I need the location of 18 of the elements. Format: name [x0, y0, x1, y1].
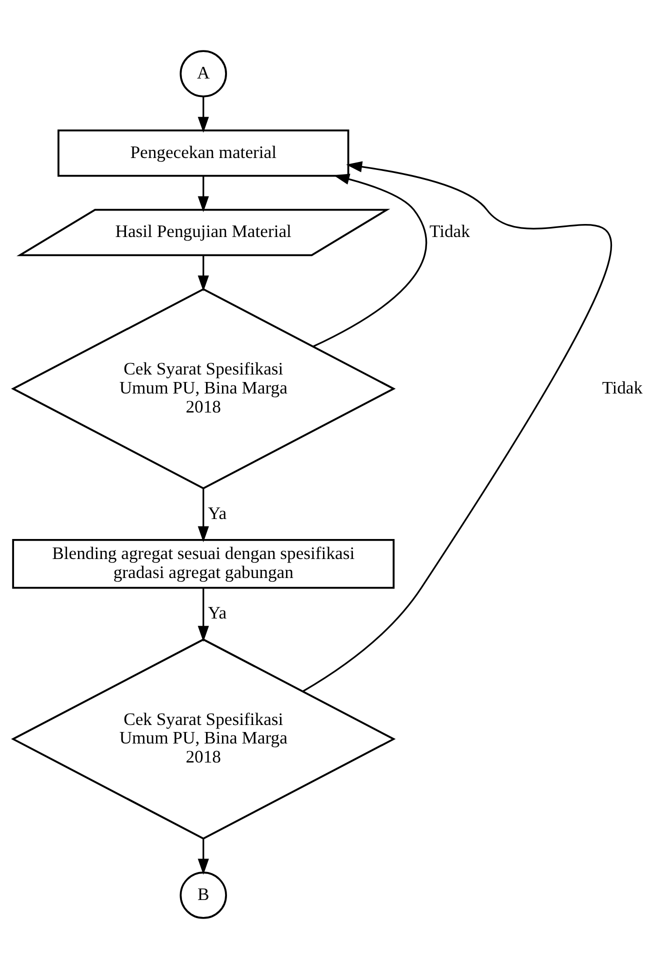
- node-box: Blending agregat sesuai dengan spesifikasi gradasi agregat gabungan: [12, 539, 395, 589]
- arrow: [198, 838, 209, 875]
- arrow: [312, 174, 427, 348]
- arrow: [198, 488, 209, 542]
- arrow: [198, 96, 209, 133]
- arrow: [198, 176, 209, 212]
- edge-label: Tidak: [602, 377, 643, 398]
- arrow: [302, 161, 612, 692]
- node-diamond: Cek Syarat Spesifikasi Umum PU, Bina Marga 2018: [11, 288, 396, 490]
- node-circle: A: [180, 50, 227, 98]
- arrow: [198, 255, 209, 292]
- edge-label: Ya: [208, 602, 227, 622]
- node-box: Pengecekan material: [58, 129, 350, 177]
- edge-label: Ya: [208, 502, 227, 523]
- node-diamond: Cek Syarat Spesifikasi Umum PU, Bina Marga 2018: [11, 638, 396, 840]
- edge-label: Tidak: [429, 221, 470, 242]
- node-circle: B: [180, 872, 227, 919]
- arrow: [198, 588, 209, 642]
